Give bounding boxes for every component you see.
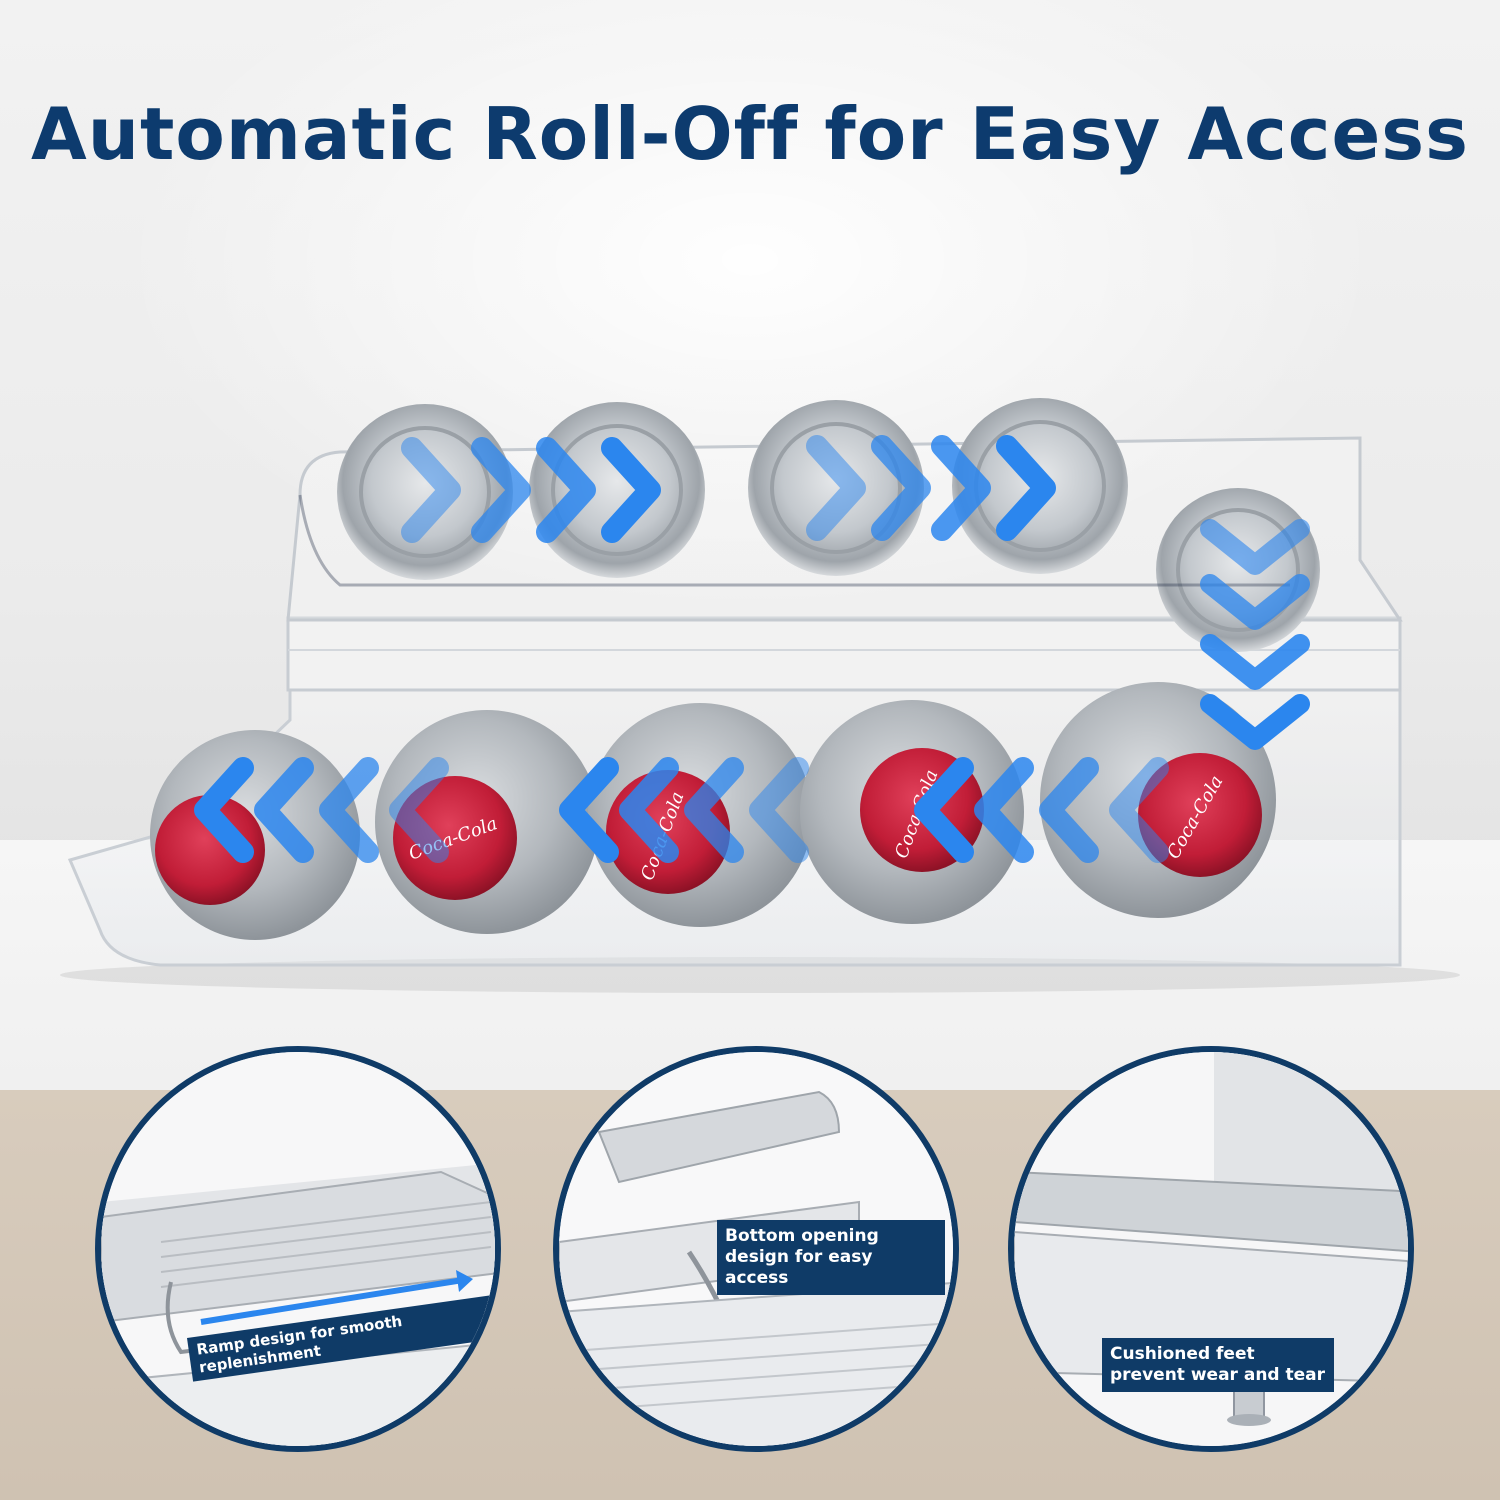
hero-product-image: Coca-Cola Coca-Cola Coca-Cola Coca-Cola [60,398,1460,993]
headline: Automatic Roll-Off for Easy Access [31,92,1469,176]
detail-bottom-opening: Bottom opening design for easy access [553,1046,959,1452]
detail-ramp: Ramp design for smooth replenishment [95,1046,501,1452]
detail-cushioned-feet: Cushioned feet prevent wear and tear [1008,1046,1414,1452]
callout-cushioned-feet: Cushioned feet prevent wear and tear [1102,1338,1334,1392]
callout-bottom-opening: Bottom opening design for easy access [717,1220,945,1295]
